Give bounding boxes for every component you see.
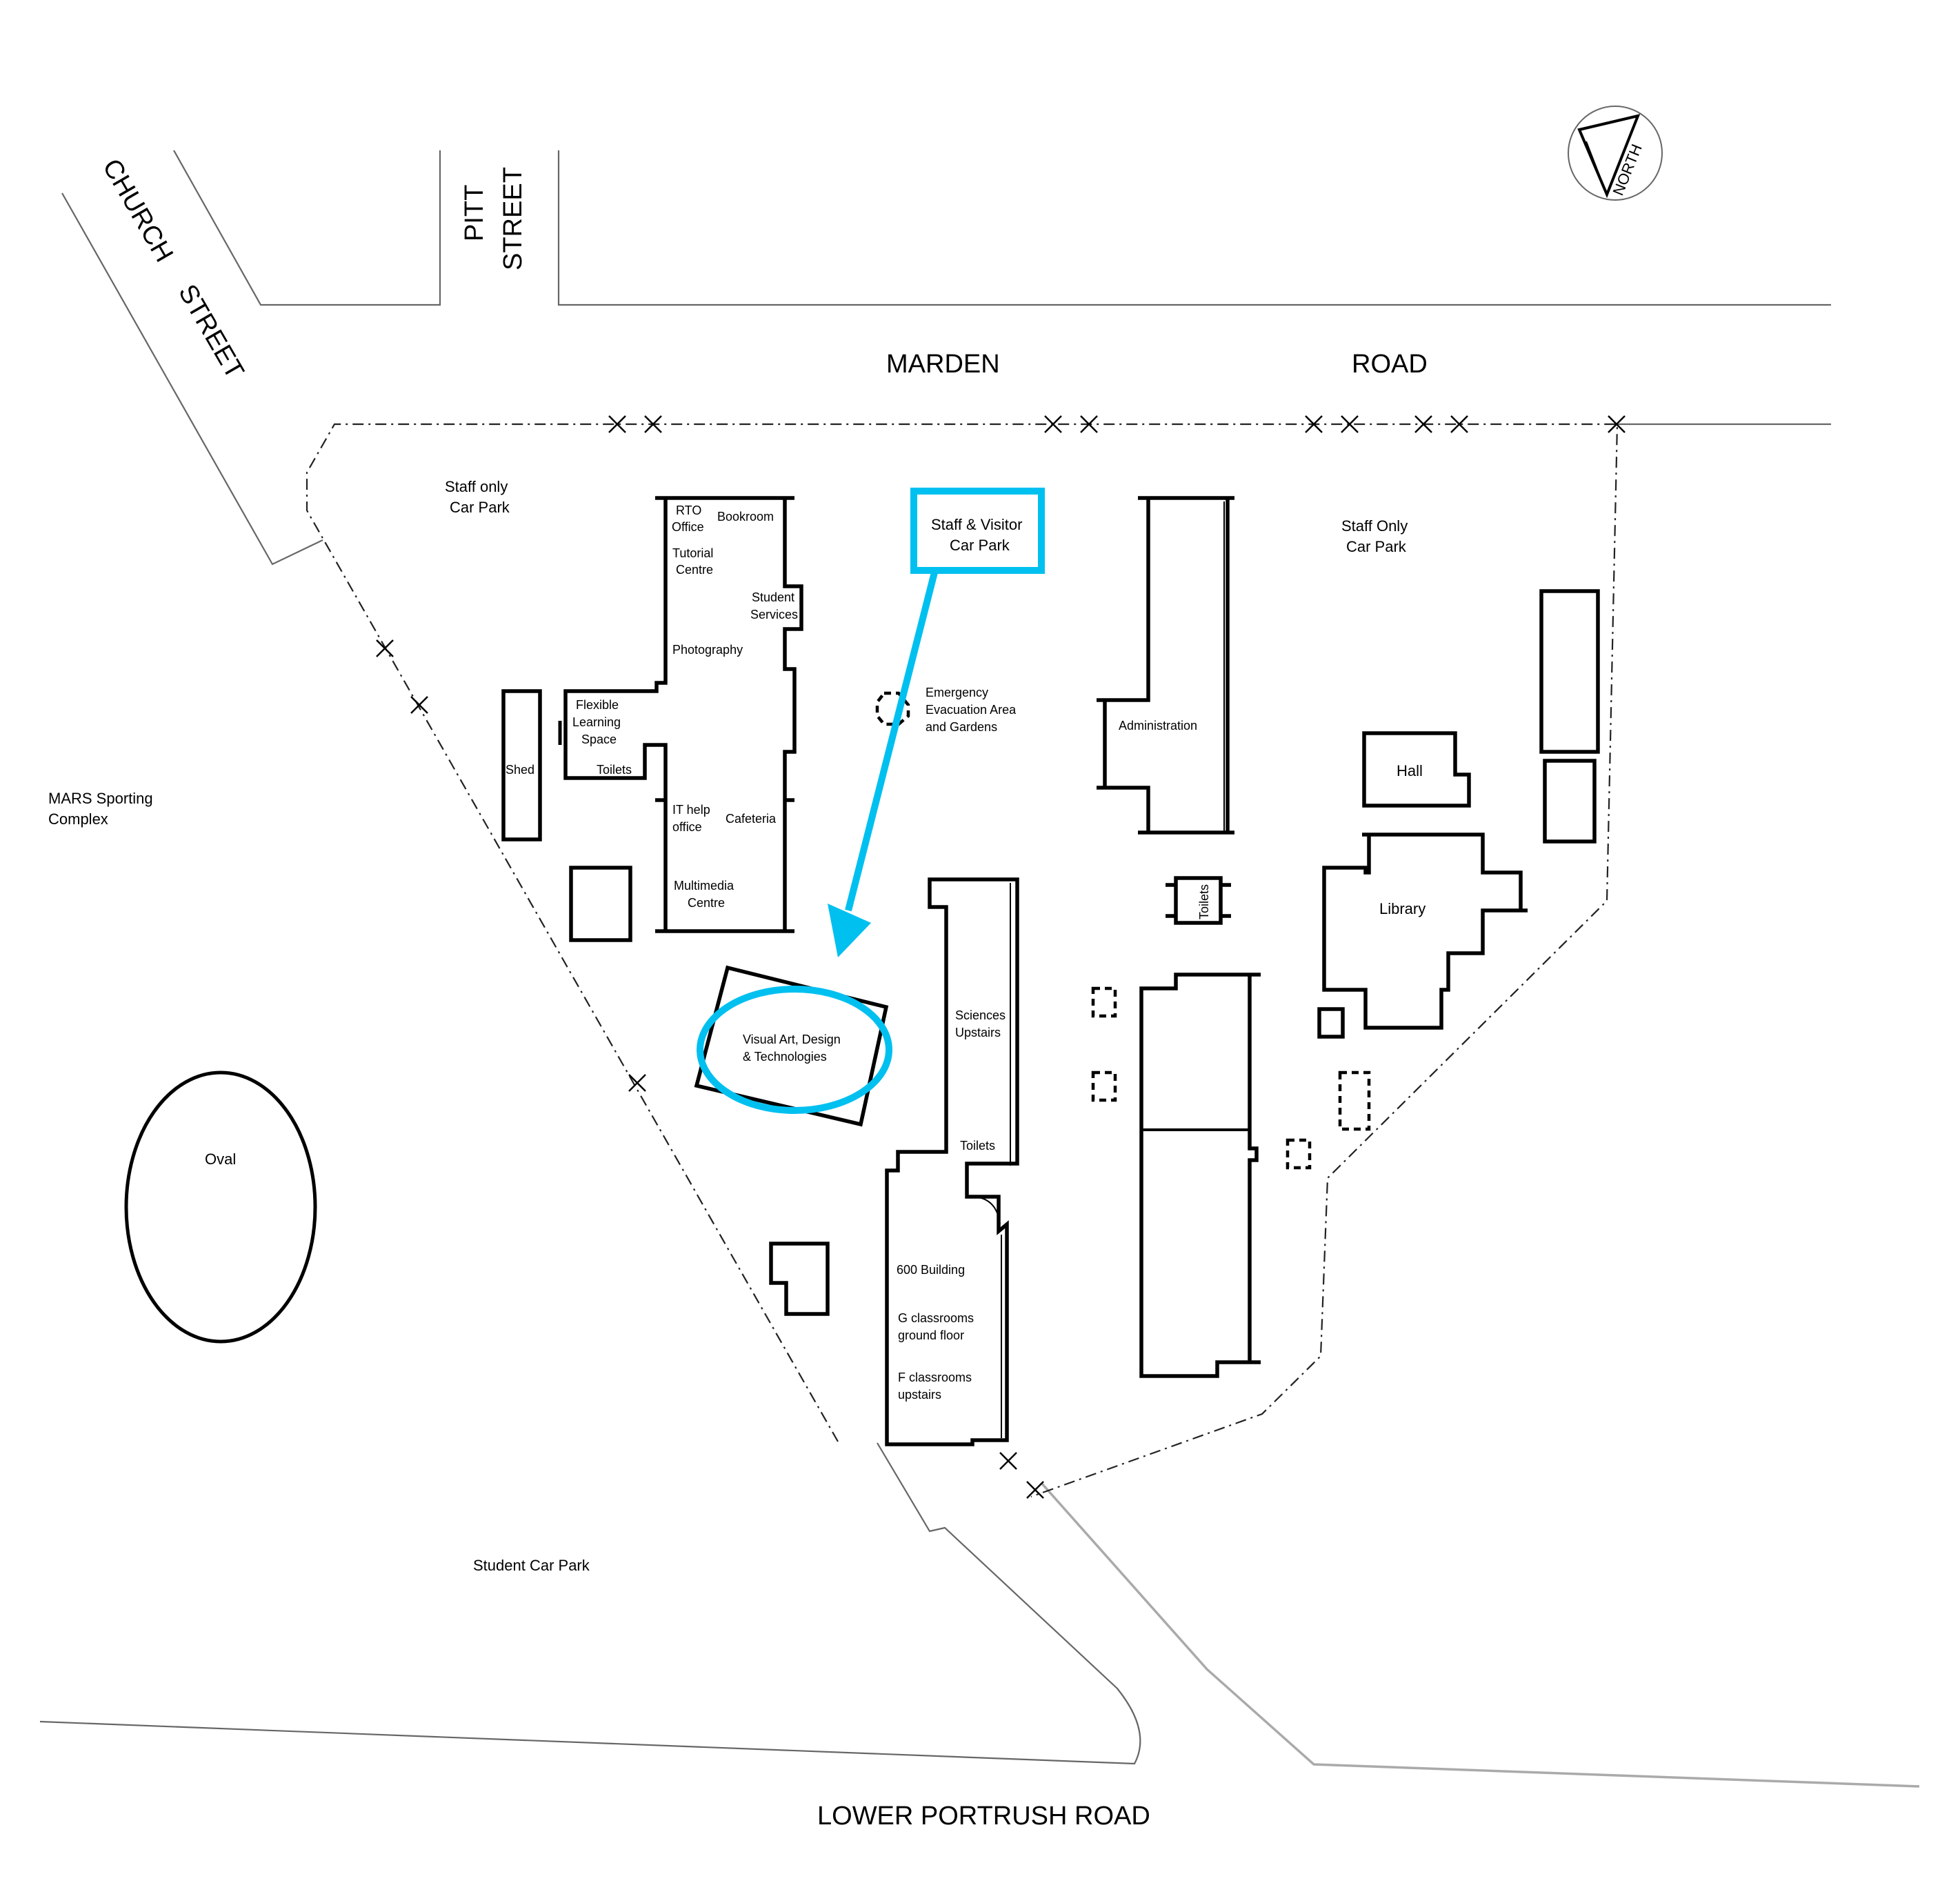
dashed-marker-4: [1338, 1070, 1371, 1131]
toilets-flex-label: Toilets: [597, 763, 632, 777]
campus-boundary: [306, 415, 1626, 1499]
g-classrooms-label-2: ground floor: [898, 1328, 964, 1342]
multimedia-label-2: Centre: [688, 896, 725, 910]
multimedia-label: Multimedia: [674, 879, 734, 893]
tutorial-centre-label-2: Centre: [676, 563, 713, 577]
sciences-600-building: [885, 877, 1019, 1446]
it-help-label-2: office: [672, 820, 702, 834]
sciences-label: Sciences: [955, 1008, 1006, 1022]
staff-only-car-park-left-label: Staff only: [445, 478, 508, 495]
student-services-label: Student: [752, 590, 794, 604]
north-label: NORTH: [1609, 141, 1645, 198]
dashed-marker-2: [1091, 1070, 1117, 1102]
toilets-mid-label: Toilets: [1197, 884, 1211, 919]
library-building: [1322, 833, 1528, 1030]
staff-only-car-park-right-label-2: Car Park: [1346, 538, 1407, 555]
east-block-1: [1539, 589, 1600, 754]
church-label: CHURCH: [97, 155, 179, 268]
east-block-2: [1543, 759, 1597, 844]
library-label: Library: [1379, 900, 1426, 917]
rto-office-label: RTO: [676, 504, 701, 517]
small-building-sw: [769, 1242, 830, 1316]
road-label: ROAD: [1352, 350, 1428, 379]
direction-arrow-icon: [828, 571, 938, 957]
emergency-label: Emergency: [926, 686, 988, 699]
dashed-marker-3: [1286, 1138, 1312, 1170]
oval: [124, 1070, 317, 1344]
emergency-label-3: and Gardens: [926, 720, 997, 734]
marden-label: MARDEN: [886, 350, 1000, 379]
emergency-label-2: Evacuation Area: [926, 703, 1017, 717]
toilets-600-label: Toilets: [960, 1139, 995, 1153]
staff-only-car-park-left-label-2: Car Park: [450, 499, 510, 516]
visual-art-label: Visual Art, Design: [743, 1033, 841, 1046]
hall-label: Hall: [1397, 762, 1423, 779]
mars-sporting-label-2: Complex: [48, 810, 108, 828]
visual-art-label-2: & Technologies: [743, 1050, 827, 1064]
flexible-learning-label: Flexible: [576, 698, 619, 712]
student-car-park-label: Student Car Park: [473, 1557, 590, 1574]
staff-visitor-car-park-box: [910, 488, 1045, 574]
north-compass-icon: NORTH: [1568, 106, 1663, 201]
church-street-label: STREET: [172, 280, 249, 384]
sciences-label-2: Upstairs: [955, 1026, 1001, 1039]
it-help-label: IT help: [672, 803, 710, 817]
pitt-label: PITT: [460, 185, 489, 241]
small-building-library: [1317, 1007, 1345, 1039]
dashed-marker-1: [1091, 986, 1117, 1018]
tutorial-centre-label: Tutorial: [672, 546, 713, 560]
administration-label: Administration: [1119, 719, 1197, 733]
rto-office-label-2: Office: [672, 520, 704, 534]
staff-visitor-label-2: Car Park: [950, 537, 1010, 554]
street-outlines: [39, 150, 1920, 1788]
visual-art-highlight: [697, 986, 892, 1114]
mars-sporting-label: MARS Sporting: [48, 790, 153, 807]
photography-label: Photography: [672, 643, 743, 657]
toilets-mid-building: [1166, 876, 1231, 925]
hall-building: [1362, 731, 1471, 808]
staff-visitor-label: Staff & Visitor: [931, 516, 1022, 533]
pitt-street-label: STREET: [499, 167, 528, 270]
oval-label: Oval: [205, 1150, 236, 1168]
600-building-label: 600 Building: [897, 1263, 965, 1277]
student-services-building: [563, 496, 803, 933]
student-services-label-2: Services: [750, 608, 798, 621]
cafeteria-label: Cafeteria: [726, 812, 777, 826]
shed-building: [501, 689, 542, 841]
staff-only-car-park-right-label: Staff Only: [1341, 517, 1408, 535]
flexible-learning-label-2: Learning: [572, 715, 621, 729]
administration-building: [1097, 496, 1234, 835]
f-classrooms-label-2: upstairs: [898, 1388, 941, 1402]
f-classrooms-label: F classrooms: [898, 1371, 972, 1384]
flexible-learning-label-3: Space: [581, 733, 617, 746]
shed-label: Shed: [506, 763, 534, 777]
small-building-nw: [569, 866, 632, 942]
g-classrooms-label: G classrooms: [898, 1311, 974, 1325]
bookroom-label: Bookroom: [717, 510, 774, 524]
lower-portrush-label: LOWER PORTRUSH ROAD: [817, 1802, 1150, 1831]
middle-block-building: [1139, 973, 1261, 1378]
